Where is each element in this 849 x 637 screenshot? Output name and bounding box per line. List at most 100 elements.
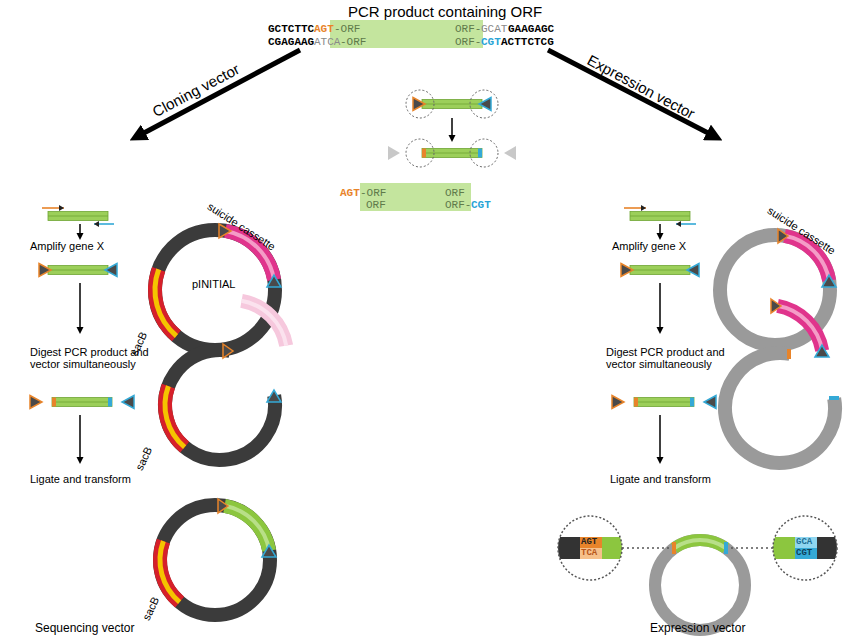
plasmid — [704, 296, 831, 423]
orf-sequence: -ORF — [360, 187, 386, 199]
overhang-sequence: AGT — [340, 187, 360, 199]
plasmid — [704, 296, 843, 471]
branch-arrow — [142, 50, 710, 134]
orf-sequence: ORF- — [455, 36, 481, 48]
zoom-circle — [795, 537, 817, 548]
branch-arrow — [548, 50, 710, 134]
plasmid — [815, 345, 829, 357]
junction-sequence: GCA — [796, 538, 812, 548]
zoom-circle — [558, 516, 622, 580]
zoom-circle — [580, 537, 602, 548]
plasmid — [771, 299, 781, 313]
plasmid — [138, 483, 293, 637]
plasmid — [267, 390, 281, 402]
plasmid — [724, 542, 728, 554]
overhang-schematic — [504, 146, 516, 160]
step-arrow — [659, 283, 661, 328]
pcr-fragment — [42, 205, 114, 227]
vector-name: Expression vector — [650, 622, 745, 635]
overhang-schematic — [478, 149, 482, 158]
plasmid — [655, 540, 745, 630]
step-label: Ligate and transform — [30, 473, 131, 485]
plasmid — [637, 522, 762, 637]
pcr-fragment — [30, 396, 134, 409]
junction-sequence: AGT — [581, 538, 597, 548]
zoom-circle — [795, 548, 817, 559]
plasmid — [138, 483, 293, 637]
overhang-sequence: GCAT — [481, 23, 507, 35]
plasmid — [168, 291, 295, 418]
plasmid — [143, 291, 298, 482]
pcr-fragment — [30, 205, 716, 409]
overhang-sequence: CGT — [471, 199, 491, 211]
plasmid-name: pINITIAL — [192, 278, 235, 290]
plasmid — [637, 522, 762, 637]
junction-sequence: CGT — [796, 549, 812, 559]
junction-sequence: TCA — [581, 549, 597, 559]
orf-sequence: ORF — [366, 199, 386, 211]
overhang-schematic — [388, 90, 516, 167]
zoom-circle — [771, 537, 841, 559]
plasmid — [156, 341, 283, 468]
overhang-schematic — [406, 139, 434, 167]
zoom-circle — [728, 547, 773, 549]
overhang-schematic — [422, 149, 426, 158]
step-label: Amplify gene X — [612, 240, 686, 252]
pcr-fragment — [621, 264, 699, 277]
overhang-schematic — [470, 90, 498, 118]
step-arrow — [659, 415, 661, 458]
step-label: Digest PCR product and vector simultaneo… — [30, 346, 170, 370]
plasmid — [704, 296, 831, 423]
step-label: Ligate and transform — [610, 473, 711, 485]
zoom-circle — [556, 516, 841, 580]
plasmid — [787, 349, 791, 359]
plasmid — [143, 328, 298, 483]
plasmid — [267, 275, 281, 287]
orf-box — [360, 183, 471, 211]
vector-name: Sequencing vector — [35, 622, 134, 635]
overhang-schematic — [406, 90, 434, 118]
sequence-flank: GCTCTTC — [268, 23, 314, 35]
plasmid — [151, 496, 278, 623]
pcr-fragment — [39, 264, 117, 277]
pcr-fragment — [612, 396, 716, 409]
step-arrow — [79, 224, 81, 234]
diagram-title: PCR product containing ORF — [348, 4, 542, 21]
orf-sequence: -ORF — [340, 36, 366, 48]
zoom-circle — [556, 537, 626, 559]
plasmid — [218, 499, 228, 513]
orf-sequence: -ORF — [334, 23, 360, 35]
branch-label: Expression vector — [584, 52, 697, 123]
plasmid — [262, 545, 276, 557]
step-arrow — [79, 283, 81, 328]
overhang-sequence: ATCA — [314, 36, 340, 48]
orf-sequence: ORF- — [445, 199, 471, 211]
overhang-sequence: CGT — [481, 36, 501, 48]
plasmid — [704, 296, 831, 423]
step-arrow — [659, 224, 661, 234]
plasmid — [168, 291, 295, 418]
pcr-fragment — [624, 205, 696, 227]
plasmid — [138, 483, 293, 637]
sequence-flank: ACTTCTCG — [501, 36, 554, 48]
overhang-schematic — [413, 98, 491, 111]
overhang-schematic — [451, 118, 453, 136]
plasmid — [778, 229, 788, 243]
gene-label: sacB — [133, 445, 154, 472]
gene-label: sacB — [140, 595, 161, 622]
zoom-circle — [622, 547, 672, 549]
step-label: Amplify gene X — [30, 240, 104, 252]
plasmid — [672, 542, 676, 554]
orf-sequence: ORF — [445, 187, 465, 199]
orf-box — [330, 20, 483, 48]
zoom-circle — [580, 548, 602, 559]
overhang-schematic — [470, 139, 498, 167]
plasmid — [829, 396, 839, 400]
sequence-flank: CGAGAAG — [268, 36, 314, 48]
plasmid — [637, 522, 762, 637]
plasmid — [168, 291, 295, 418]
step-arrow — [79, 415, 81, 458]
sequence-flank: GAAGAGC — [508, 23, 554, 35]
overhang-schematic — [388, 146, 400, 160]
